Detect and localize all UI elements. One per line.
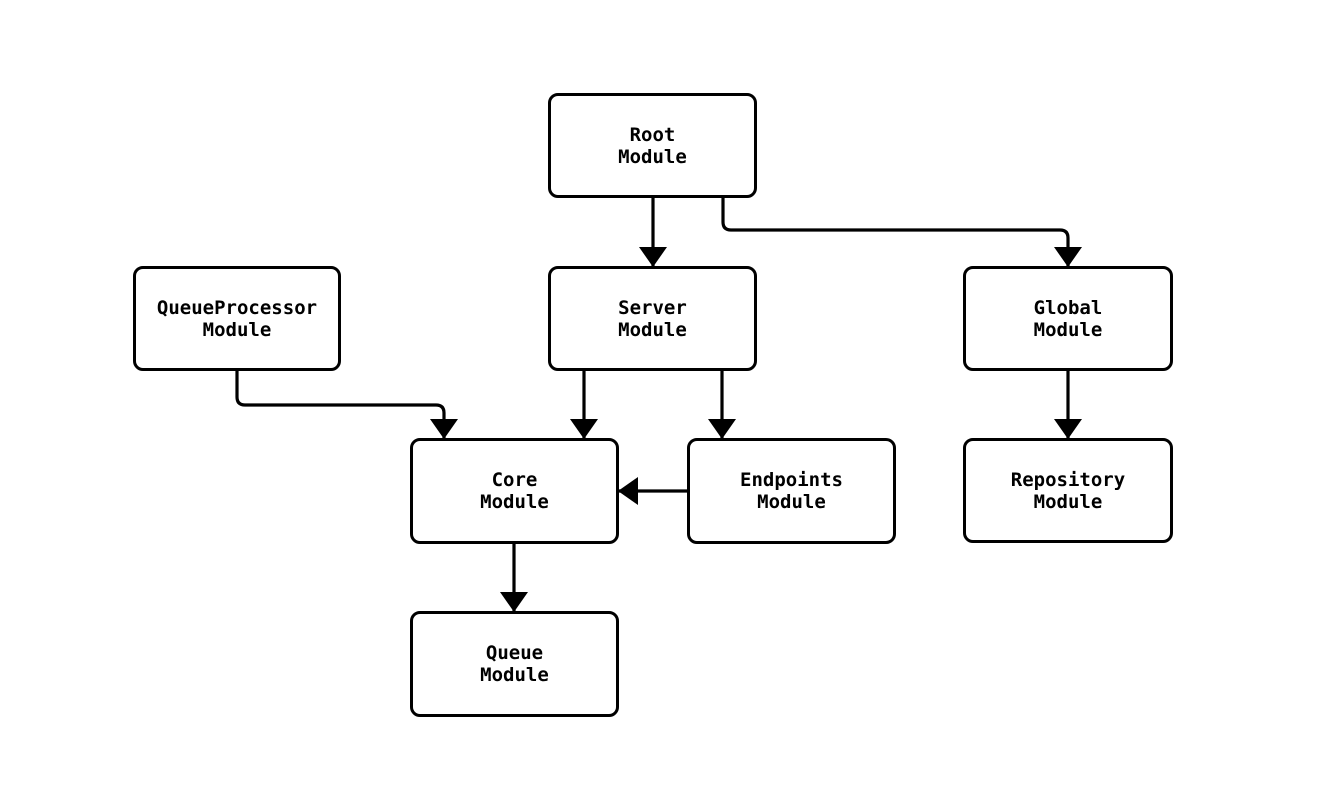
node-label-line: Module (1033, 318, 1103, 341)
node-label-line: Module (618, 145, 687, 168)
node-label-line: Root (629, 123, 676, 146)
node-label-line: Module (480, 664, 549, 686)
node-label-line: Global (1033, 296, 1103, 319)
node-label-line: Module (480, 491, 549, 513)
node-label-line: Repository (1010, 468, 1126, 491)
node-label-line: Module (757, 491, 826, 513)
node-label-line: Queue (485, 642, 544, 664)
node-label-line: Endpoints (740, 469, 843, 491)
node-label-line: QueueProcessor (156, 296, 318, 319)
node-label-line: Server (618, 296, 687, 319)
edge-queueprocessor-module-to-core-module (235, 371, 458, 439)
node-label-line: Core (491, 469, 538, 491)
node-label-line: Module (202, 318, 272, 341)
node-label-line: Module (618, 318, 687, 341)
edge-root-module-to-global-module (721, 198, 1082, 267)
node-label-line: Module (1033, 490, 1103, 513)
